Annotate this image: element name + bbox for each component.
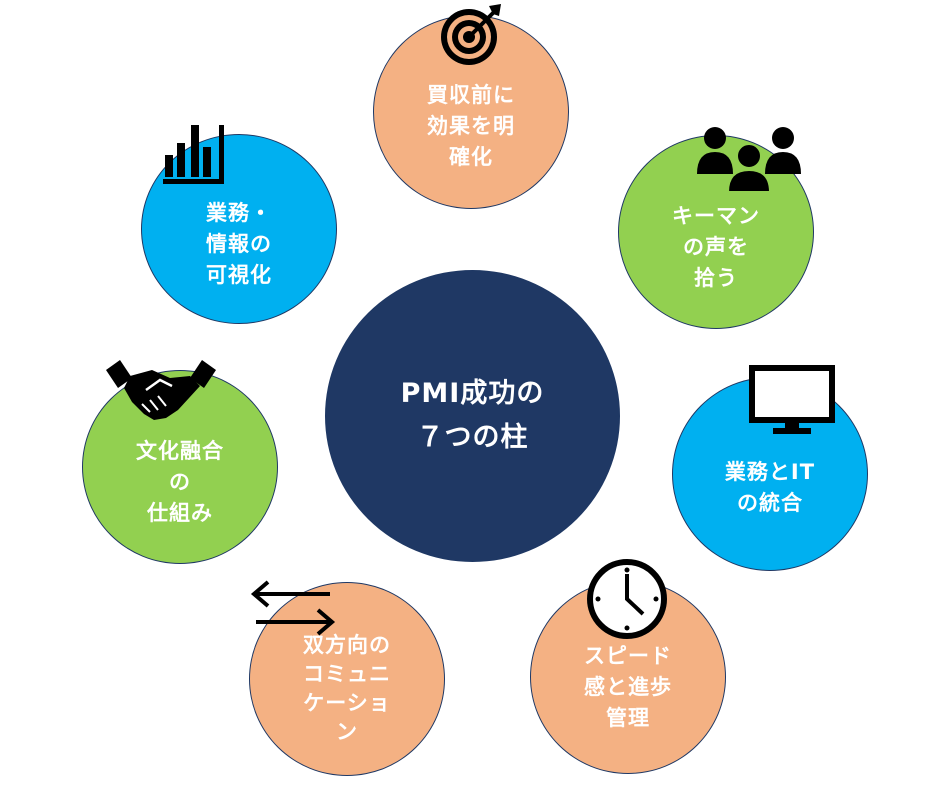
pillar-business-it-integration: 業務とIT の統合 xyxy=(672,377,868,571)
pillar-visualization: 業務・ 情報の 可視化 xyxy=(141,134,337,324)
monitor-icon xyxy=(749,365,835,434)
handshake-icon xyxy=(106,360,216,420)
pillar-label: スピード 感と進歩 管理 xyxy=(584,643,672,730)
people-icon xyxy=(697,127,801,192)
pillar-label: キーマン の声を 拾う xyxy=(672,203,760,290)
pillar-two-way-communication: 双方向の コミュニ ケーショ ン xyxy=(249,582,445,776)
pillar-label: 文化融合 の 仕組み xyxy=(136,438,224,525)
clock-icon xyxy=(587,559,667,639)
target-icon xyxy=(441,4,501,65)
pillar-label: 双方向の コミュニ ケーショ ン xyxy=(303,633,391,744)
center-circle: PMI成功の ７つの柱 xyxy=(325,270,620,562)
center-title: PMI成功の ７つの柱 xyxy=(400,378,545,453)
pillar-label: 業務・ 情報の 可視化 xyxy=(206,200,272,287)
bar-chart-icon xyxy=(163,125,224,184)
pillar-label: 業務とIT の統合 xyxy=(724,460,816,515)
pillar-label: 買収前に 効果を明 確化 xyxy=(427,82,515,169)
exchange-arrows-icon xyxy=(250,580,336,636)
